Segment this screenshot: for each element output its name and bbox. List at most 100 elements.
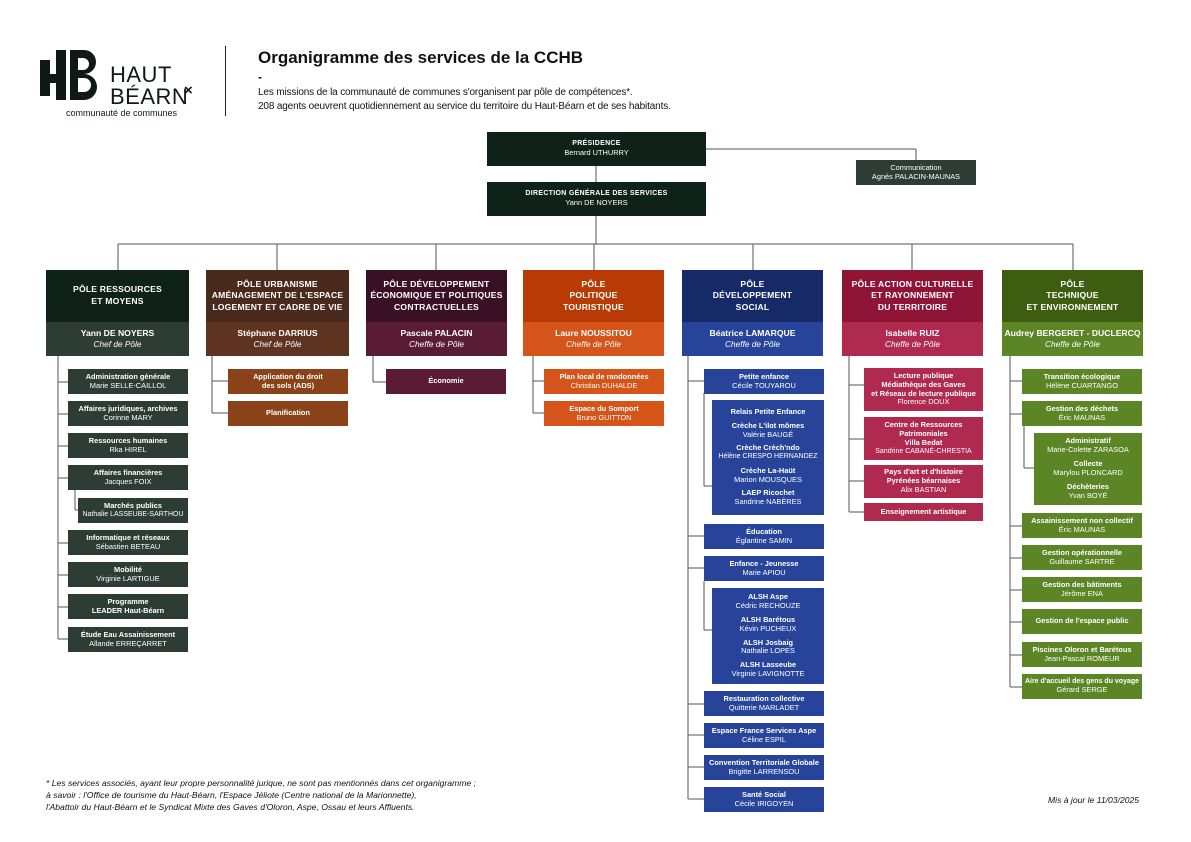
service-title: Médiathèque des Gaves (881, 379, 966, 389)
service-box: Planification (228, 401, 348, 426)
service-title: Santé Social (742, 789, 786, 799)
service-box: Économie (386, 369, 506, 394)
service-title: Relais Petite Enfance (730, 406, 806, 416)
pole-title-line: PÔLE ACTION CULTURELLE (851, 278, 974, 289)
service-person: Gérard SERGE (1056, 685, 1108, 695)
pole-title-line: DÉVELOPPEMENT (712, 290, 793, 301)
service-person: Marylou PLONCARD (1053, 468, 1123, 477)
service-person: Virginie LAVIGNOTTE (731, 669, 805, 679)
service-person: Christian DUHALDE (570, 380, 638, 390)
pole-title-line: ET MOYENS (91, 296, 144, 306)
pole-culture-header: PÔLE ACTION CULTURELLE ET RAYONNEMENT DU… (842, 270, 983, 322)
pole-urbanisme-header: PÔLE URBANISME AMÉNAGEMENT DE L'ESPACE L… (206, 270, 349, 322)
title-dash: - (258, 70, 262, 84)
pole-title-line: DU TERRITOIRE (877, 301, 948, 312)
service-person: Hélène CRESPO HERNANDEZ (718, 453, 818, 461)
pole-title-line: PÔLE (740, 278, 765, 289)
service-title: Pays d'art et d'histoire (884, 467, 963, 477)
service-box: Gestion de l'espace public (1022, 609, 1142, 634)
service-title: Marchés publics (104, 500, 162, 510)
service-title: Lecture publique (893, 370, 954, 380)
presidence-box: PRÉSIDENCE Bernard UTHURRY (487, 132, 706, 166)
service-title: LAEP Ricochet (741, 488, 795, 498)
service-person: Florence DOUX (897, 397, 950, 407)
service-title: Gestion des déchets (1045, 403, 1119, 413)
chief-name: Béatrice LAMARQUE (709, 327, 796, 338)
pole-title-line: ET RAYONNEMENT (871, 290, 954, 301)
service-person: Marion MOUSQUES (734, 474, 802, 484)
service-person: Marie SELLE-CAILLOL (89, 380, 167, 390)
chief-role: Chef de Pôle (93, 339, 142, 350)
pole-title-line: AMÉNAGEMENT DE L'ESPACE (211, 290, 344, 301)
update-date: Mis à jour le 11/03/2025 (1048, 795, 1140, 805)
service-title: Gestion opérationnelle (1041, 547, 1123, 557)
service-title: Restauration collective (723, 693, 805, 703)
service-person: Marie APIOU (742, 567, 786, 577)
pole-social-header: PÔLE DÉVELOPPEMENT SOCIAL (682, 270, 823, 322)
communication-title: Communication (890, 162, 942, 172)
service-title: Affaires juridiques, archives (78, 403, 178, 413)
service-person: Guillaume SARTRE (1049, 556, 1115, 566)
presidence-person: Bernard UTHURRY (564, 147, 629, 157)
service-person: Églantine SAMIN (735, 535, 793, 545)
petite-enfance-group: Relais Petite Enfance Crèche L'ilot môme… (712, 400, 824, 515)
pole-ressources-header: PÔLE RESSOURCES ET MOYENS (46, 270, 189, 322)
pole-title-line: POLITIQUE (569, 290, 618, 301)
chief-name: Laure NOUSSITOU (555, 327, 632, 338)
service-person: Nathalie LASSEUBE-SARTHOU (82, 510, 184, 518)
service-person: Allande ERREÇARRET (89, 638, 167, 648)
service-title: Éducation (746, 526, 782, 536)
pole-title-line: ÉCONOMIQUE ET POLITIQUES (370, 290, 503, 301)
pole-title-line: TECHNIQUE (1046, 290, 1099, 301)
pole-tourisme-chief: Laure NOUSSITOU Cheffe de Pôle (523, 322, 664, 356)
chief-role: Cheffe de Pôle (1045, 339, 1100, 350)
footnote-line-3: l'Abattoir du Haut-Béarn et le Syndicat … (46, 802, 415, 812)
communication-box: Communication Agnès PALACIN-MAUNAS (856, 160, 976, 185)
service-title: Plan local de randonnées (559, 371, 649, 381)
pole-urbanisme-chief: Stéphane DARRIUS Chef de Pôle (206, 322, 349, 356)
service-title: Collecte (1073, 459, 1103, 469)
pole-culture-chief: Isabelle RUIZ Cheffe de Pôle (842, 322, 983, 356)
service-title: Économie (428, 376, 464, 386)
service-title: Centre de Ressources (884, 419, 963, 429)
service-title: Petite enfance (738, 371, 790, 381)
pole-technique-header: PÔLE TECHNIQUE ET ENVIRONNEMENT (1002, 270, 1143, 322)
service-title: Pyrénées béarnaises (886, 476, 961, 486)
service-title: et Réseau de lecture publique (871, 388, 976, 398)
service-person: Kévin PUCHEUX (739, 623, 797, 633)
service-title: Administratif (1065, 436, 1111, 446)
header-divider (225, 46, 226, 116)
service-person: Corinne MARY (103, 412, 153, 422)
chief-role: Cheffe de Pôle (725, 339, 780, 350)
service-person: Éric MAUNAS (1058, 412, 1106, 422)
service-title: Administration générale (85, 371, 171, 381)
dgs-title: DIRECTION GÉNÉRALE DES SERVICES (525, 190, 668, 198)
service-person: Rka HIREL (109, 444, 147, 454)
service-title: Assainissement non collectif (1031, 515, 1133, 525)
service-person: Valérie BAUGÉ (742, 429, 794, 439)
footnote-line-2: à savoir : l'Office de tourisme du Haut-… (46, 790, 417, 800)
service-title: Planification (266, 408, 310, 418)
service-title: ALSH Barétous (740, 614, 796, 624)
service-title: Crèche L'ilot mômes (731, 420, 805, 430)
service-person: Jérôme ENA (1061, 588, 1103, 598)
pole-title-line: SOCIAL (735, 301, 770, 312)
service-person: Sandrine CABANÉ-CHRESTIA (875, 447, 972, 455)
service-person: Virginie LARTIGUE (96, 573, 160, 583)
service-person: Sandrine NABÈRES (734, 497, 802, 507)
logo-hb-mark (40, 50, 97, 100)
communication-person: Agnès PALACIN-MAUNAS (871, 171, 961, 181)
service-title: Transition écologique (1043, 371, 1121, 381)
